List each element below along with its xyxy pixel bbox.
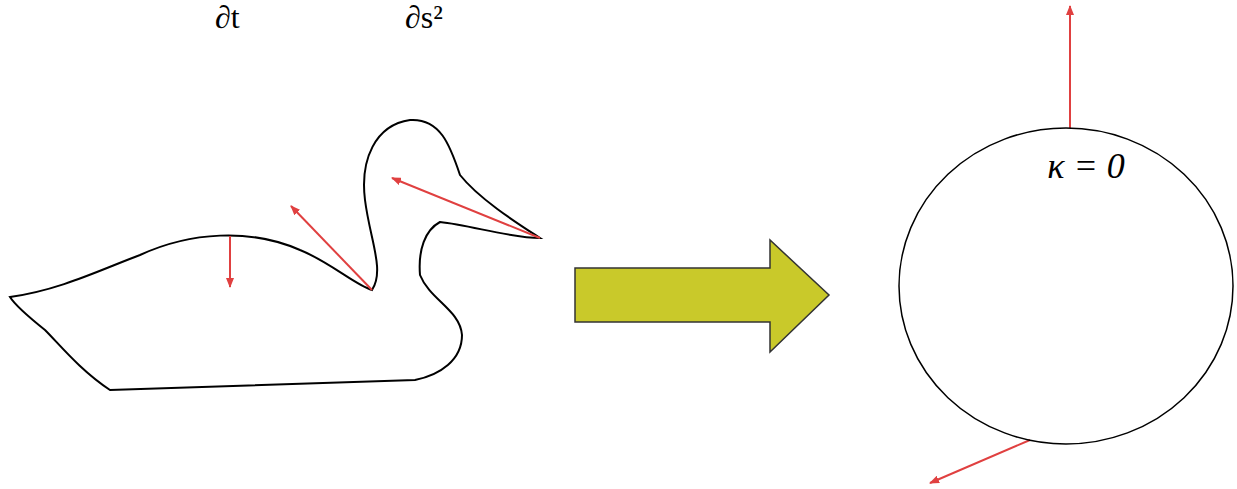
block-arrow (575, 240, 829, 352)
normal-arrow (392, 178, 540, 238)
equation-fragment: ∂s² (405, 0, 443, 35)
normal-arrow (1069, 6, 1071, 128)
normal-arrow (930, 440, 1030, 483)
normal-arrow (229, 236, 231, 287)
duck-outline (10, 120, 540, 390)
equation-fragment: ∂t (215, 0, 240, 35)
normal-arrow (291, 206, 372, 290)
circle-node: κ = 0 (898, 127, 1237, 445)
curvature-label: κ = 0 (898, 147, 1237, 187)
